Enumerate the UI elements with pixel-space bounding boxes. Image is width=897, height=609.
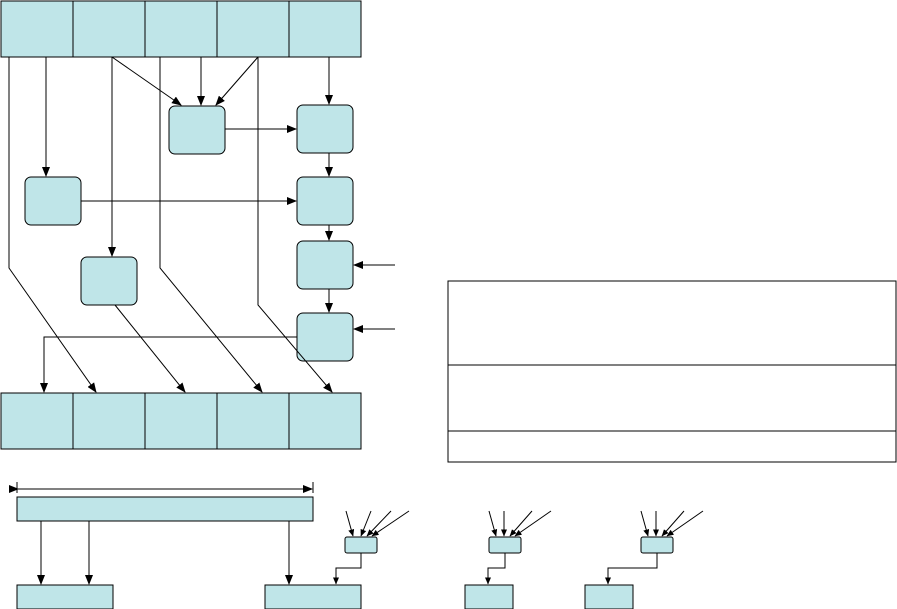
bottom-register-cell-1 (0, 392, 74, 450)
mini1-box (344, 536, 378, 554)
op-box-combine (168, 105, 226, 155)
mini3-in-3 (661, 510, 685, 537)
top-register-cell-3 (144, 0, 218, 58)
op-box-stage-3 (296, 240, 354, 290)
op-box-left (24, 176, 82, 226)
mini2-box (488, 536, 522, 554)
mini1-in-1 (345, 510, 355, 537)
mini2-in-1 (488, 510, 498, 537)
mini2-out (485, 553, 506, 585)
mini3-output (584, 584, 634, 609)
mini2-in-4 (514, 510, 552, 537)
mini-combiner-1 (333, 510, 410, 585)
mini3-out (605, 553, 658, 585)
mini3-in-1 (640, 510, 650, 537)
top-register-cell-4 (216, 0, 290, 58)
mini2-output (464, 584, 514, 609)
legend-panel (447, 280, 897, 463)
op-box-stage-1 (296, 104, 354, 154)
top-register (0, 0, 362, 58)
arrow-cell4-to-combine (215, 56, 259, 106)
operation-boxes (24, 104, 354, 362)
arrow-cell1-to-bottom-cell2 (8, 57, 97, 393)
bottom-register-cell-3 (144, 392, 218, 450)
mini2-in-3 (509, 510, 533, 537)
mini3-box (640, 536, 674, 554)
top-register-cell-5 (288, 0, 362, 58)
arrow-cell3-to-bottom-cell4 (159, 57, 263, 393)
op-box-stage-2 (296, 176, 354, 226)
mini3-in-4 (666, 510, 704, 537)
mini1-in-3 (366, 510, 392, 537)
top-register-cell-1 (0, 0, 74, 58)
strip-output-2 (264, 584, 362, 609)
top-register-cell-2 (72, 0, 146, 58)
bottom-register-cell-2 (72, 392, 146, 450)
bottom-register-cell-5 (288, 392, 362, 450)
arrow-cell2-to-combine (111, 56, 182, 106)
arrow-cell4-to-bottom-cell5 (257, 57, 333, 393)
wide-source-bar (16, 496, 314, 522)
mini-combiner-3 (584, 510, 704, 609)
arrow-middle-box-to-bottom-cell3 (114, 304, 186, 393)
mini1-in-2 (360, 510, 372, 537)
mini1-in-4 (371, 510, 410, 537)
op-box-middle (80, 256, 138, 306)
bottom-register-cell-4 (216, 392, 290, 450)
bottom-register (0, 392, 362, 450)
mini-combiner-2 (464, 510, 552, 609)
connection-arrows (8, 56, 395, 393)
legend-frame (447, 280, 897, 463)
mini1-out (333, 553, 362, 585)
bottom-strip (9, 482, 704, 609)
op-box-stage-4 (296, 312, 354, 362)
arrow-stage-4-to-bottom-cell1 (40, 336, 297, 393)
strip-output-1 (16, 584, 114, 609)
